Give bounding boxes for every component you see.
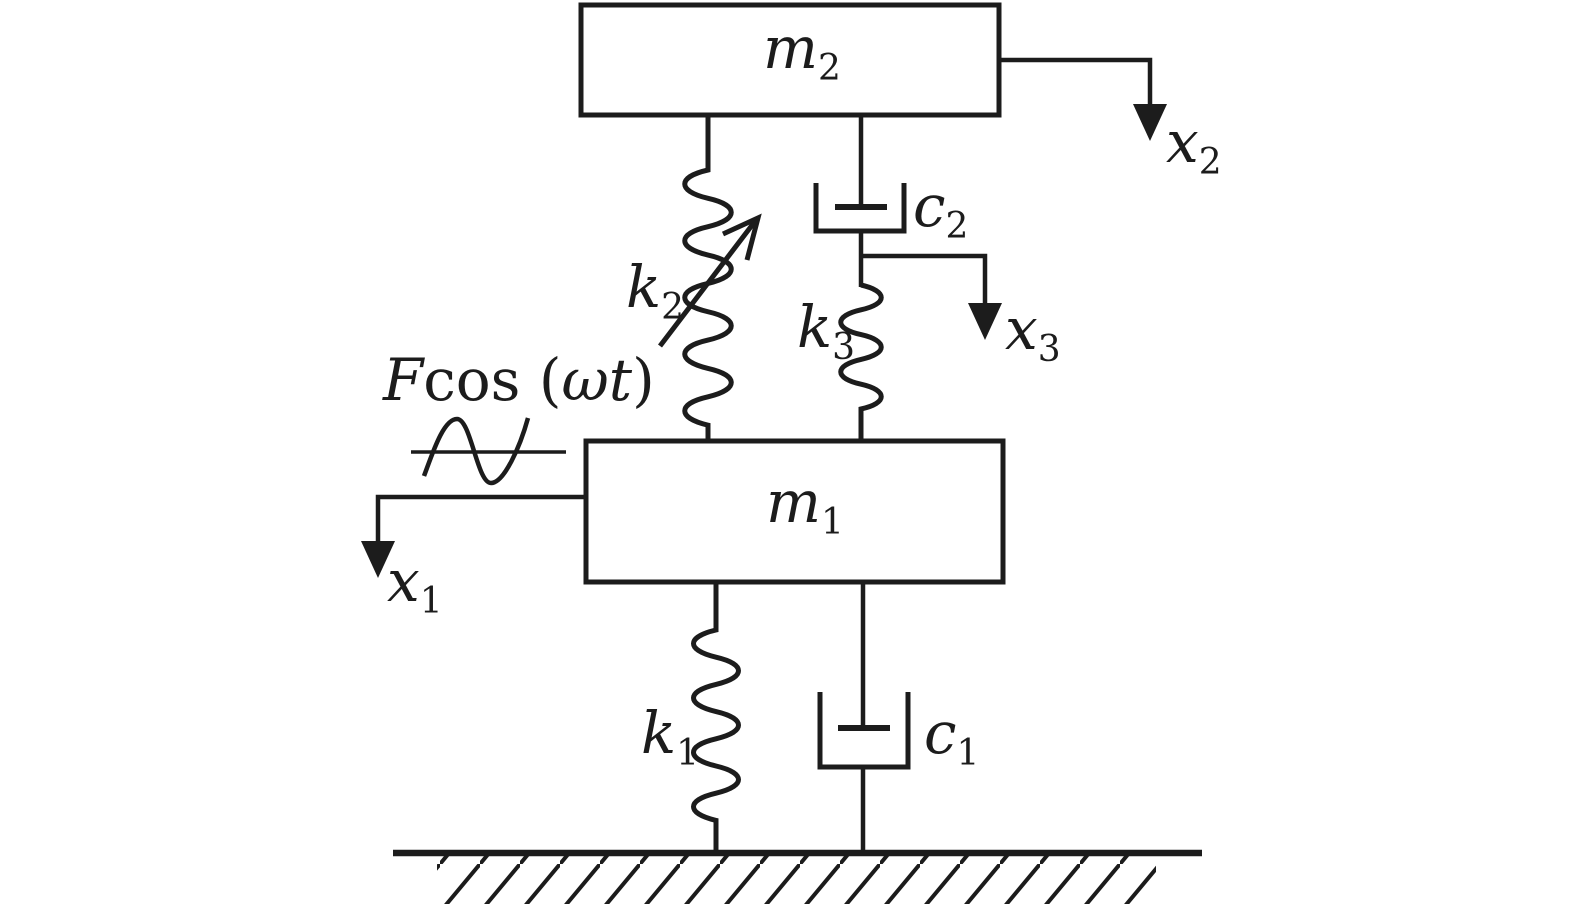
- ground-hatching: [437, 856, 1156, 904]
- spring-k1: k1: [641, 582, 741, 853]
- displacement-arrow-x2: x2: [999, 57, 1222, 183]
- harmonic-force: Fcos (ωt) x1: [361, 346, 655, 622]
- x2-connector-line: [999, 57, 1153, 106]
- variable-spring-arrowhead-icon: [721, 213, 762, 261]
- k2-label: k2: [626, 253, 684, 328]
- k1-label: k1: [641, 699, 699, 774]
- damper-c1: c1: [817, 582, 979, 853]
- k3-label: k3: [797, 293, 855, 368]
- x1-arrowhead-icon: [361, 541, 395, 578]
- x2-label: x2: [1166, 108, 1222, 183]
- x3-connector-line: [861, 253, 988, 305]
- spring-k2-coil: [682, 115, 734, 442]
- ground: [393, 849, 1202, 904]
- x1-connector-line: [375, 494, 587, 543]
- x3-label: x3: [1005, 295, 1061, 370]
- spring-k3: k3: [797, 282, 884, 441]
- spring-k3-coil: [838, 282, 884, 441]
- sine-wave-icon: [411, 416, 566, 486]
- spring-k1-coil: [691, 582, 741, 853]
- x2-arrowhead-icon: [1133, 104, 1167, 141]
- x1-label: x1: [387, 547, 443, 622]
- damper-c2: c2: [813, 115, 968, 287]
- mass-m1-box: [583, 438, 1006, 585]
- displacement-arrow-x3: x3: [861, 253, 1061, 370]
- spring-k2: k2: [626, 115, 762, 442]
- variable-spring-arrow-shaft: [658, 218, 758, 348]
- mass-m2-label: m2: [763, 14, 841, 89]
- force-label: Fcos (ωt): [382, 346, 655, 414]
- mass-m1-label: m1: [766, 468, 844, 543]
- x3-arrowhead-icon: [968, 303, 1002, 340]
- sine-curve: [421, 416, 531, 486]
- c2-label: c2: [913, 172, 968, 247]
- c1-label: c1: [924, 699, 979, 774]
